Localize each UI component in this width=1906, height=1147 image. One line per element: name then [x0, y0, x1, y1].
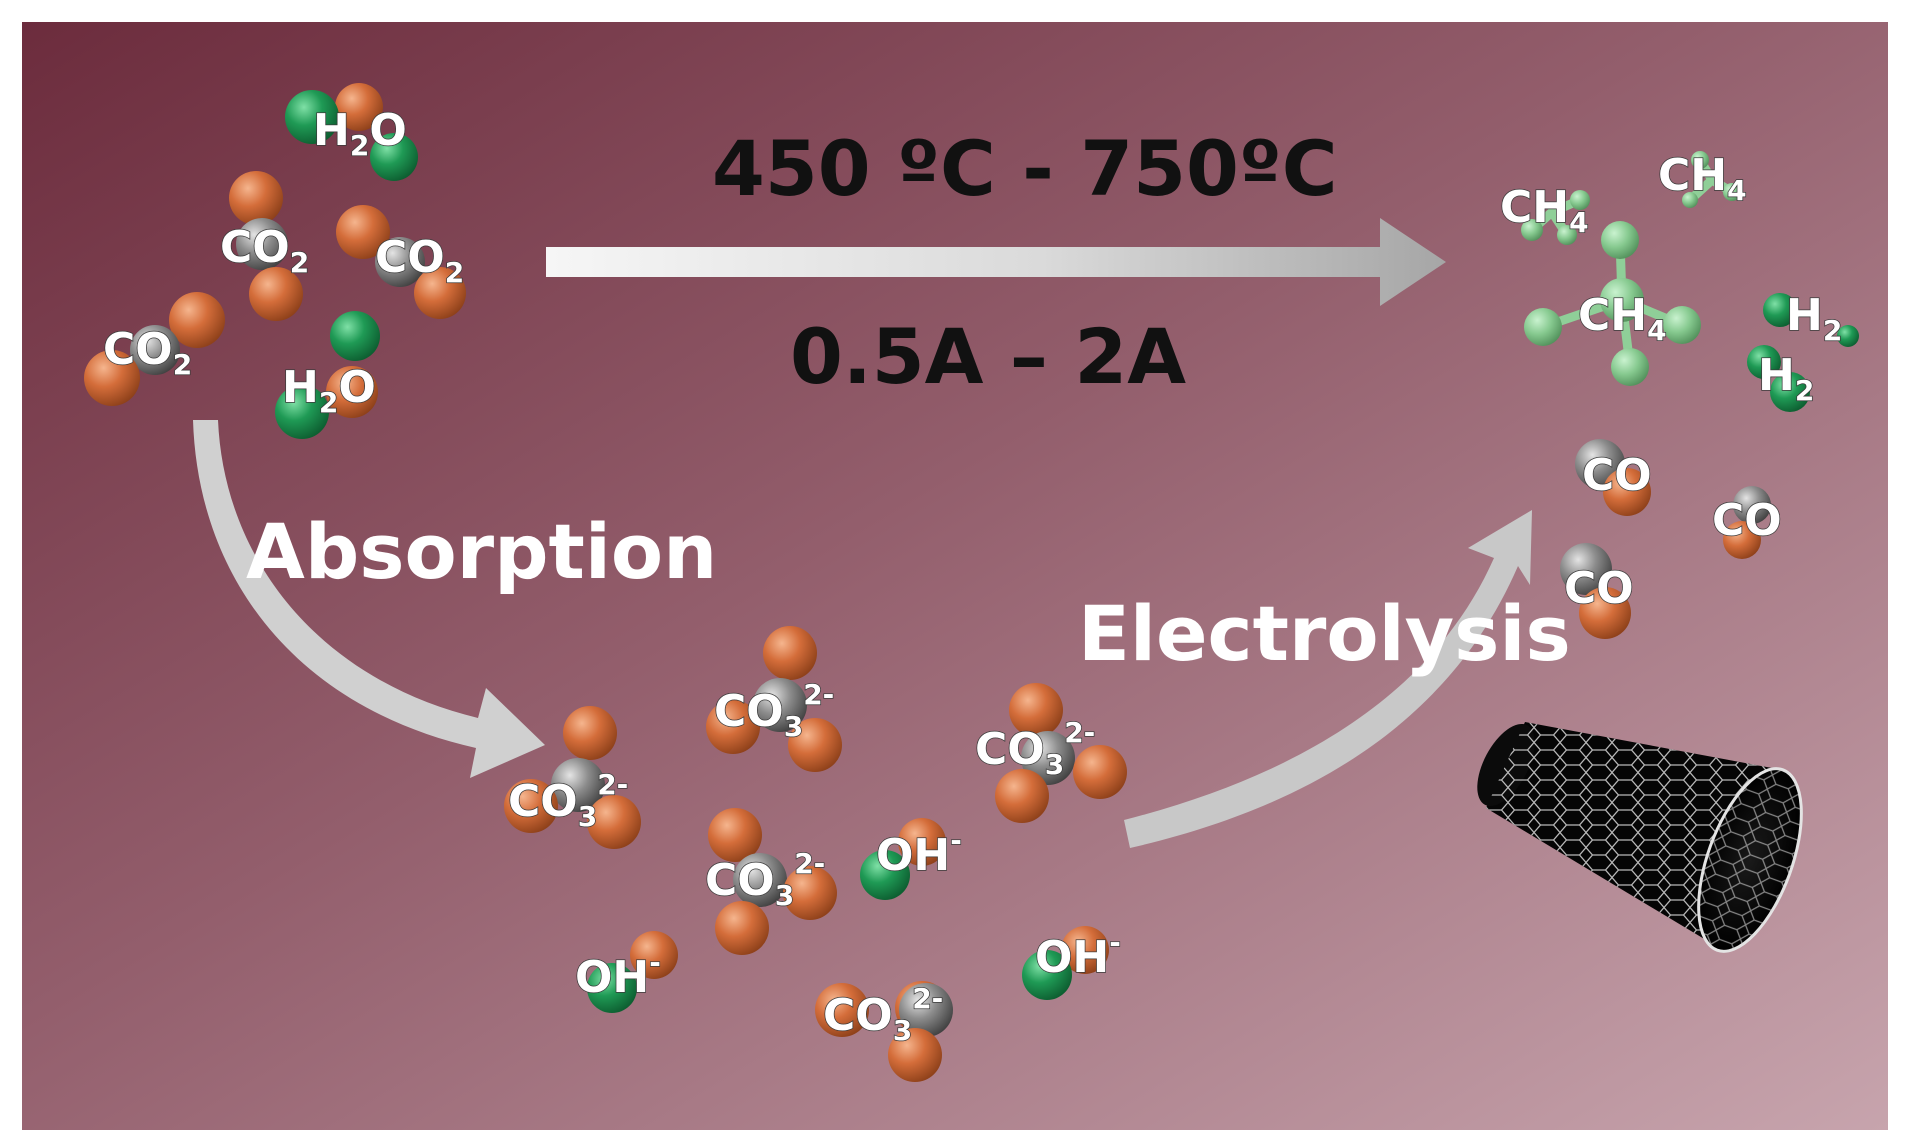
formula-label: CO32- — [823, 982, 943, 1047]
carbon-atom — [899, 983, 953, 1037]
formula-label: OH- — [575, 946, 661, 1003]
formula-label: CO — [1582, 450, 1652, 501]
electrolysis-arrow — [1124, 510, 1532, 848]
formula-label: CH4 — [1578, 290, 1667, 347]
methane-atom — [1557, 225, 1577, 245]
formula-label: H2O — [282, 362, 376, 419]
oxygen-atom — [898, 818, 946, 866]
temperature-label: 450 ºC - 750ºC — [712, 124, 1337, 213]
carbon-atom — [375, 237, 425, 287]
formula-label: OH- — [876, 824, 962, 881]
oxygen-atom — [335, 83, 383, 131]
oxygen-atom — [630, 931, 678, 979]
formula-label: CH4 — [1658, 150, 1747, 207]
oxygen-atom — [763, 626, 817, 680]
oxygen-atom — [815, 983, 869, 1037]
formula-label: CO2 — [103, 324, 192, 381]
methane-atom — [1601, 221, 1639, 259]
hydrogen-atom — [1837, 325, 1859, 347]
formula-label: CO2 — [375, 232, 464, 289]
intermediates-group: CO32- CO32- CO32- CO32- CO32- OH- OH- OH… — [507, 677, 1121, 1048]
oxygen-atom — [995, 769, 1049, 823]
hydrogen-atom — [275, 385, 329, 439]
absorption-label: Absorption — [246, 507, 717, 596]
carbon-atom — [1021, 731, 1075, 785]
oxygen-atom — [1603, 468, 1651, 516]
electrolysis-label: Electrolysis — [1078, 589, 1571, 678]
hydrogen-atom — [860, 850, 910, 900]
oxygen-atom — [1009, 683, 1063, 737]
oxygen-atom — [788, 718, 842, 772]
hydrogen-atom — [1763, 293, 1797, 327]
oxygen-atom — [708, 808, 762, 862]
formula-label: OH- — [1035, 926, 1121, 983]
carbon-atom — [130, 325, 180, 375]
oxygen-atom — [563, 706, 617, 760]
oxygen-atom — [1723, 521, 1761, 559]
oxygen-atom — [84, 350, 140, 406]
oxygen-atom — [587, 795, 641, 849]
oxygen-atom — [414, 267, 466, 319]
carbon-nanotube — [1477, 722, 1803, 953]
formula-label: CO32- — [705, 847, 825, 912]
methane-atom — [1691, 151, 1709, 169]
formula-label: CO2 — [220, 222, 309, 279]
formula-label: CO32- — [508, 768, 628, 833]
oxygen-atom — [249, 267, 303, 321]
methane-atom — [1723, 183, 1741, 201]
oxygen-atom — [888, 1028, 942, 1082]
oxygen-atom — [336, 205, 390, 259]
oxygen-atom — [783, 866, 837, 920]
reaction-arrow — [546, 218, 1446, 306]
carbon-atom — [1560, 543, 1612, 595]
formula-label: CO32- — [714, 678, 834, 743]
formula-label: H2O — [313, 105, 407, 162]
current-label: 0.5A – 2A — [790, 312, 1186, 401]
products-group: CH4 CH4 CH4 H2 H2 CO CO CO — [1499, 149, 1843, 615]
oxygen-atom — [504, 779, 558, 833]
oxygen-atom — [1579, 587, 1631, 639]
molecule-atoms — [84, 83, 1859, 1082]
formula-label: CO — [1564, 563, 1634, 614]
methane-atom — [1570, 190, 1590, 210]
hydrogen-atom — [1022, 950, 1072, 1000]
oxygen-atom — [715, 901, 769, 955]
hydrogen-atom — [587, 963, 637, 1013]
methane-atom — [1521, 219, 1543, 241]
formula-label: H2 — [1786, 290, 1842, 347]
oxygen-atom — [169, 292, 225, 348]
carbon-atom — [733, 853, 787, 907]
hydrogen-atom — [330, 311, 380, 361]
oxygen-atom — [706, 700, 760, 754]
formula-label: CH4 — [1500, 182, 1589, 239]
carbon-atom — [753, 678, 807, 732]
methane-atom — [1600, 278, 1644, 322]
oxygen-atom — [326, 366, 378, 418]
hydrogen-atom — [1747, 345, 1781, 379]
hydrogen-atom — [1770, 372, 1810, 412]
methane-atom — [1682, 192, 1698, 208]
hydrogen-atom — [285, 90, 339, 144]
absorption-arrow — [193, 420, 545, 778]
methane-atom — [1524, 308, 1562, 346]
carbon-atom — [236, 218, 288, 270]
oxygen-atom — [229, 171, 283, 225]
carbon-atom — [1733, 486, 1771, 524]
oxygen-atom — [1061, 926, 1109, 974]
oxygen-atom — [1073, 745, 1127, 799]
formula-label: H2 — [1758, 350, 1814, 407]
carbon-atom — [551, 758, 605, 812]
hydrogen-atom — [370, 133, 418, 181]
formula-label: CO — [1712, 495, 1782, 546]
methane-atom — [1663, 306, 1701, 344]
formula-label: CO32- — [975, 716, 1095, 781]
methane-atom — [1611, 348, 1649, 386]
reactants-group: H2O CO2 CO2 CO2 H2O — [102, 104, 465, 420]
